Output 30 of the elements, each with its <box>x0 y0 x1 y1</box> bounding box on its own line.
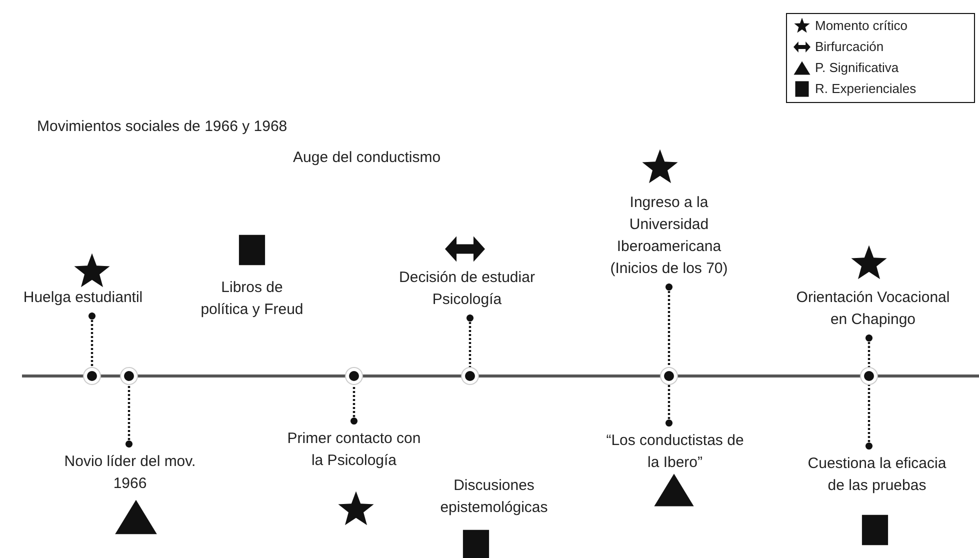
dotted-connector <box>466 314 474 368</box>
timeline-dot <box>661 368 677 384</box>
event-label: Decisión de estudiar Psicología <box>387 267 547 311</box>
timeline-dot <box>121 368 137 384</box>
note-text: Libros de política y Freud <box>200 278 304 320</box>
event-label: “Los conductistas de la Ibero” <box>602 430 748 474</box>
event-label: Cuestiona la eficacia de las pruebas <box>802 453 952 497</box>
event-label: Primer contacto con la Psicología <box>284 428 424 472</box>
note-text: Movimientos sociales de 1966 y 1968 <box>37 117 288 137</box>
dotted-connector <box>125 384 133 448</box>
note-text: Discusiones epistemológicas <box>439 476 549 518</box>
dotted-connector <box>865 334 873 368</box>
event-label: Novio líder del mov. 1966 <box>55 451 205 495</box>
dotted-connector <box>665 384 673 427</box>
dotted-connector <box>350 384 358 425</box>
timeline-dot <box>84 368 100 384</box>
legend-text: P. Significativa <box>815 59 899 77</box>
dotted-connector <box>865 384 873 450</box>
legend-text: Momento crítico <box>815 17 908 35</box>
timeline-dot <box>462 368 478 384</box>
timeline-dot <box>861 368 877 384</box>
event-label: Ingreso a la Universidad Iberoamericana (Inicios de los 70) <box>599 192 739 280</box>
timeline-dot <box>346 368 362 384</box>
dotted-connector <box>665 283 673 368</box>
event-label: Orientación Vocacional en Chapingo <box>790 287 956 331</box>
legend-text: Birfurcación <box>815 38 884 56</box>
note-text: Auge del conductismo <box>293 148 441 168</box>
legend-text: R. Experienciales <box>815 80 916 98</box>
dotted-connector <box>88 312 96 368</box>
event-label: Huelga estudiantil <box>8 287 158 309</box>
